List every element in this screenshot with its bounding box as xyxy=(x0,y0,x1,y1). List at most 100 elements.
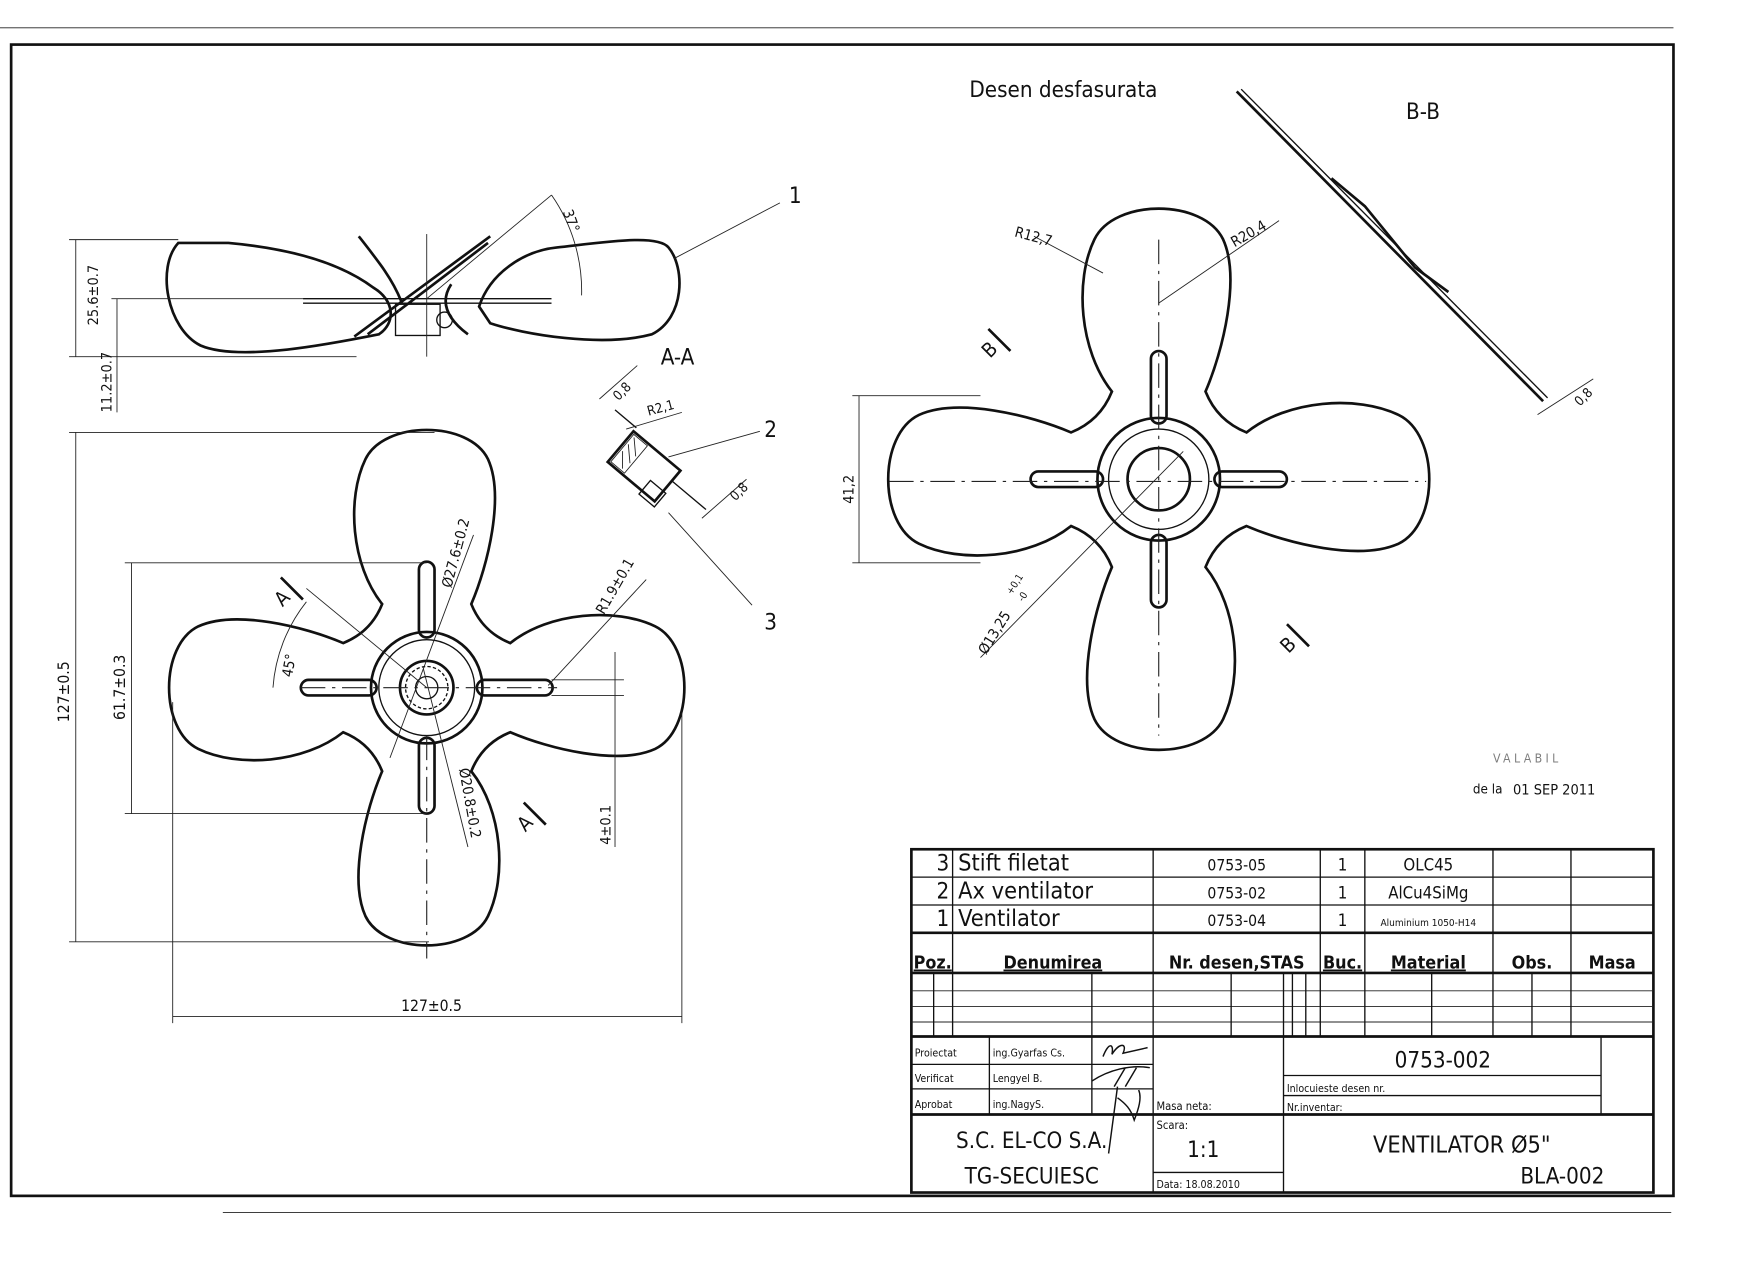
role-checked: Verificat xyxy=(915,1073,954,1085)
angle-leg xyxy=(426,194,552,300)
radius-leader xyxy=(626,411,682,430)
part-name: Stift filetat xyxy=(958,848,1069,876)
company-name: S.C. EL-CO S.A. xyxy=(956,1128,1107,1154)
signature-approved xyxy=(1107,1086,1141,1154)
dim-flat-width: 41,2 xyxy=(841,475,857,504)
header-material: Material xyxy=(1391,953,1466,974)
dim-inner-diameter: Ø20.8±0.2 xyxy=(455,767,483,840)
diameter-leader xyxy=(389,534,474,759)
radius-leader xyxy=(1033,235,1104,274)
dimension-line xyxy=(1537,378,1594,415)
blade-sheet xyxy=(671,480,707,511)
hatching xyxy=(610,433,649,474)
blade-root-sections xyxy=(353,235,492,338)
dim-spoke-radius: R1.9±0.1 xyxy=(593,556,638,617)
drawing-title: VENTILATOR Ø5" xyxy=(1373,1130,1551,1158)
angle-arc xyxy=(272,601,307,688)
dim-thickness-2: 0,8 xyxy=(728,480,752,504)
drawing-border xyxy=(9,43,1675,1198)
part-name: Ventilator xyxy=(958,904,1060,932)
stamp-word: VALABIL xyxy=(1493,751,1562,765)
radius-leader xyxy=(1158,220,1280,304)
dim-overall-height: 127±0.5 xyxy=(55,661,73,722)
radius-leader xyxy=(547,579,647,686)
person-checked: Lengyel B. xyxy=(993,1073,1043,1085)
callout-2: 2 xyxy=(764,417,777,443)
section-a-a-view: 25.6±0.7 11.2±0.7 37° 1 A-A xyxy=(69,183,802,413)
drawing-number: 0753-002 xyxy=(1395,1048,1491,1074)
callout-leader-1 xyxy=(673,202,781,259)
validity-stamp: VALABIL de la 01 SEP 2011 xyxy=(1473,751,1595,798)
part-quantity: 1 xyxy=(1338,882,1348,902)
person-approved: ing.NagyS. xyxy=(993,1099,1044,1111)
blade-section xyxy=(1235,90,1545,403)
header-qty: Buc. xyxy=(1323,953,1362,974)
section-marker-b-bottom: B xyxy=(1275,623,1310,658)
parts-columns xyxy=(932,849,1602,1193)
part-material: OLC45 xyxy=(1403,854,1453,874)
header-name: Denumirea xyxy=(1003,953,1102,974)
dimension-line xyxy=(701,478,747,519)
section-marker-a-bottom: A xyxy=(512,801,547,836)
set-screw xyxy=(638,479,667,508)
spoke xyxy=(417,560,436,639)
view-label-b-b: B-B xyxy=(1406,99,1440,125)
dim-overall-width: 127±0.5 xyxy=(401,997,462,1015)
part-position: 1 xyxy=(937,906,950,932)
person-designed: ing.Gyarfas Cs. xyxy=(993,1048,1065,1060)
part-material: Aluminium 1050-H14 xyxy=(1381,918,1477,929)
section-marker-b-top: B xyxy=(977,327,1012,362)
front-view: 127±0.5 61.7±0.3 127±0.5 45° Ø27.6±0.2 Ø… xyxy=(55,428,686,1024)
replaces-label: Inlocuieste desen nr. xyxy=(1287,1083,1385,1095)
spoke xyxy=(1213,470,1289,489)
dim-radius-small: R12,7 xyxy=(1013,225,1054,250)
dim-spoke-span: 61.7±0.3 xyxy=(111,655,129,720)
header-drawing: Nr. desen,STAS xyxy=(1169,953,1305,974)
dim-blade-angle: 37° xyxy=(559,208,582,235)
diameter-leader xyxy=(980,451,1184,658)
fan-blades-outline xyxy=(167,428,686,947)
header-mass: Masa xyxy=(1589,953,1636,974)
date-label: Data: 18.08.2010 xyxy=(1156,1179,1239,1191)
dim-spoke-width: 4±0.1 xyxy=(599,805,615,845)
blade-left-profile xyxy=(165,241,393,354)
developed-view: Desen desfasurata R12,7 R20,4 41,2 Ø13,2… xyxy=(841,77,1431,752)
part-drawing-number: 0753-04 xyxy=(1207,912,1266,930)
section-marker-a-top: A xyxy=(269,576,304,611)
dim-ring-diameter: Ø27.6±0.2 xyxy=(440,517,474,590)
hub-boss xyxy=(394,303,441,337)
dimension-line xyxy=(599,365,638,400)
dim-bore-diameter: Ø13,25 xyxy=(976,609,1015,658)
role-designed: Proiectat xyxy=(915,1048,957,1060)
scale-label: Scara: xyxy=(1156,1119,1188,1132)
inventory-label: Nr.inventar: xyxy=(1287,1102,1343,1114)
hub-section xyxy=(1330,177,1450,294)
developed-blades-outline xyxy=(886,207,1431,752)
callout-3: 3 xyxy=(764,610,777,636)
dim-hub-height: 11.2±0.7 xyxy=(99,352,115,413)
role-approved: Aprobat xyxy=(915,1099,953,1111)
dim-cut-angle: 45° xyxy=(280,653,300,679)
dim-height-total: 25.6±0.7 xyxy=(86,265,102,326)
section-marker-bar xyxy=(1286,623,1310,648)
header-pos: Poz. xyxy=(914,953,952,974)
dim-radius-large: R20,4 xyxy=(1228,218,1269,251)
blade-right-profile xyxy=(477,238,681,342)
part-position: 2 xyxy=(937,878,950,904)
signature-checked xyxy=(1091,1066,1150,1088)
dim-radius-detail: R2,1 xyxy=(646,398,676,420)
part-name: Ax ventilator xyxy=(958,876,1093,904)
title-block-frame xyxy=(910,847,1655,1194)
company-city: TG-SECUIESC xyxy=(964,1164,1099,1190)
signature-designed xyxy=(1102,1044,1148,1057)
drawing-code: BLA-002 xyxy=(1520,1164,1604,1190)
view-label-developed: Desen desfasurata xyxy=(969,77,1157,103)
stamp-date: 01 SEP 2011 xyxy=(1513,783,1595,799)
blade-sheet xyxy=(614,409,637,429)
part-quantity: 1 xyxy=(1338,854,1348,874)
dim-bore-diameter-group: Ø13,25 +0,1 -0 xyxy=(976,572,1031,658)
stamp-prefix: de la xyxy=(1473,783,1503,798)
